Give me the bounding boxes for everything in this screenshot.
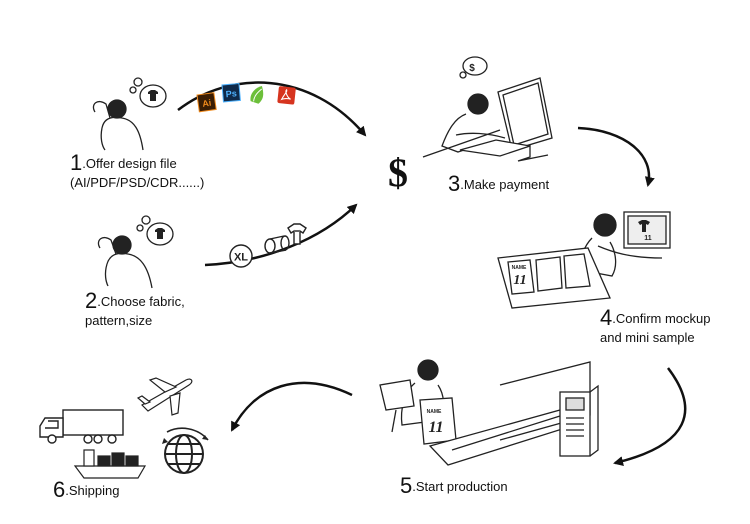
step-number: 3 (448, 171, 461, 196)
thinking-person-icon-1 (92, 77, 167, 151)
tshirt-icon (287, 223, 307, 245)
arrow-step5-to-step6 (230, 381, 353, 432)
fabric-options-icons: XL (229, 223, 307, 268)
svg-text:XL: XL (234, 252, 248, 264)
arrow-step2-to-step3 (204, 203, 358, 267)
svg-text:11: 11 (428, 419, 443, 436)
fabric-roll-icon (264, 235, 290, 254)
step-3-label: 3.Make payment (448, 173, 549, 195)
step-number: 5 (400, 473, 413, 498)
cargo-ship-icon (73, 449, 147, 479)
thinking-person-icon-2 (97, 215, 174, 289)
step-number: 1 (70, 150, 83, 175)
step-number: 4 (600, 305, 613, 330)
cdr-file-icon (250, 86, 264, 104)
production-machine-icon: NAME 11 (379, 359, 599, 466)
step-title: .Start production (412, 479, 508, 494)
step-title: .Choose fabric, (97, 294, 185, 309)
step-subtitle: (AI/PDF/PSD/CDR......) (70, 175, 205, 190)
payment-person-icon: $ (441, 56, 553, 162)
step-number: 6 (53, 477, 66, 502)
arrow-step3-to-step4 (577, 126, 655, 187)
svg-text:Ai: Ai (202, 98, 212, 109)
step-4-label: 4.Confirm mockup and mini sample (600, 307, 711, 346)
arrow-step4-to-step5 (613, 367, 687, 466)
svg-text:NAME: NAME (427, 409, 442, 415)
svg-text:11: 11 (513, 273, 526, 288)
mockup-designer-icon: 11 NAME 11 (497, 211, 671, 309)
step-title: .Shipping (65, 483, 120, 498)
ps-file-icon: Ps (221, 82, 241, 103)
step-2-label: 2.Choose fabric, pattern,size (85, 290, 185, 329)
ai-file-icon: Ai (196, 92, 217, 113)
step-title: .Confirm mockup (612, 311, 711, 326)
airplane-icon (136, 377, 193, 416)
size-tag-icon: XL (229, 244, 253, 268)
dollar-thought-icon: $ (469, 63, 475, 74)
step-subtitle: pattern,size (85, 313, 153, 328)
step-title: .Make payment (460, 177, 550, 192)
step-1-label: 1.Offer design file (AI/PDF/PSD/CDR.....… (70, 152, 204, 191)
step-6-label: 6.Shipping (53, 479, 119, 501)
dollar-icon: $ (388, 150, 408, 195)
step-subtitle: and mini sample (600, 330, 695, 345)
svg-text:NAME: NAME (512, 265, 527, 271)
step-5-label: 5.Start production (400, 475, 508, 497)
svg-text:11: 11 (644, 235, 652, 242)
globe-icon (162, 427, 209, 474)
truck-icon (39, 409, 124, 444)
pdf-file-icon (277, 86, 296, 105)
step-title: .Offer design file (82, 156, 177, 171)
step-number: 2 (85, 288, 98, 313)
svg-text:Ps: Ps (225, 88, 237, 99)
file-format-icons: Ai Ps (196, 82, 296, 113)
